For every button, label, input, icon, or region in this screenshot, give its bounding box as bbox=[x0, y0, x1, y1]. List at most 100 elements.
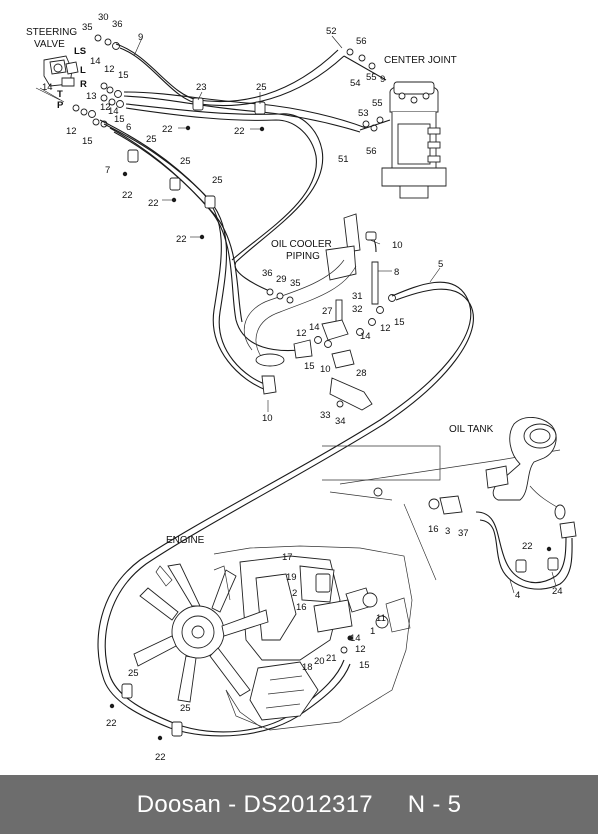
part-code: DS2012317 bbox=[243, 790, 373, 818]
part-number-callout: 36 bbox=[112, 19, 123, 30]
part-number-callout: 29 bbox=[276, 274, 287, 285]
part-number-callout: 56 bbox=[356, 36, 367, 47]
hose-clamps-lower bbox=[109, 683, 183, 741]
part-number-callout: 13 bbox=[86, 91, 97, 102]
part-number-callout: 12 bbox=[380, 323, 391, 334]
part-number-callout: 16 bbox=[296, 602, 307, 613]
center-joint-fittings bbox=[343, 48, 391, 132]
steering-valve-title-line2: VALVE bbox=[34, 39, 65, 50]
part-number-callout: 25 bbox=[212, 175, 223, 186]
bracket bbox=[329, 377, 373, 411]
part-number-callout: 22 bbox=[155, 752, 166, 763]
part-number-callout: 21 bbox=[326, 653, 337, 664]
part-number-callout: 6 bbox=[126, 122, 131, 133]
port-label-r: R bbox=[80, 79, 87, 90]
part-number-callout: 10 bbox=[392, 240, 403, 251]
part-number-callout: 53 bbox=[358, 108, 369, 119]
part-number-callout: 18 bbox=[302, 662, 313, 673]
engine bbox=[133, 545, 413, 731]
part-number-callout: 33 bbox=[320, 410, 331, 421]
title-gap bbox=[373, 791, 408, 818]
part-number-callout: 22 bbox=[106, 718, 117, 729]
part-number-callout: 55 bbox=[372, 98, 383, 109]
part-number-callout: 35 bbox=[82, 22, 93, 33]
part-number-callout: 22 bbox=[234, 126, 245, 137]
port-label-t: T bbox=[57, 89, 63, 100]
part-number-callout: 35 bbox=[290, 278, 301, 289]
part-number-callout: 25 bbox=[146, 134, 157, 145]
part-number-callout: 34 bbox=[335, 416, 346, 427]
title-separator: - bbox=[221, 790, 244, 818]
part-number-callout: 14 bbox=[360, 331, 371, 342]
oil-tank bbox=[322, 417, 566, 520]
part-number-callout: 25 bbox=[180, 703, 191, 714]
part-number-callout: 9 bbox=[380, 74, 385, 85]
part-number-callout: 14 bbox=[309, 322, 320, 333]
part-number-callout: 51 bbox=[338, 154, 349, 165]
part-number-callout: 1 bbox=[370, 626, 375, 637]
port-label-l: L bbox=[80, 65, 86, 76]
oil-cooler-fittings bbox=[266, 288, 396, 369]
part-number-callout: 30 bbox=[98, 12, 109, 23]
part-number-callout: 22 bbox=[148, 198, 159, 209]
part-number-callout: 12 bbox=[104, 64, 115, 75]
part-number-callout: 25 bbox=[128, 668, 139, 679]
part-number-callout: 17 bbox=[282, 552, 293, 563]
part-number-callout: 10 bbox=[320, 364, 331, 375]
part-number-callout: 56 bbox=[366, 146, 377, 157]
hose-bundle-upper bbox=[99, 43, 367, 391]
part-number-callout: 54 bbox=[350, 78, 361, 89]
hydraulic-piping-diagram: STEERING VALVE LS L R T P bbox=[26, 12, 577, 763]
part-number-callout: 31 bbox=[352, 291, 363, 302]
center-joint-title: CENTER JOINT bbox=[384, 55, 457, 66]
suction-hose bbox=[403, 495, 577, 590]
port-label-ls: LS bbox=[74, 46, 86, 57]
engine-title: ENGINE bbox=[166, 535, 205, 546]
part-number-callout: 15 bbox=[82, 136, 93, 147]
oil-tank-title: OIL TANK bbox=[449, 424, 494, 435]
port-label-p: P bbox=[57, 100, 64, 111]
part-number-callout: 8 bbox=[394, 267, 399, 278]
part-number-callout: 4 bbox=[515, 590, 520, 601]
part-number-callout: 5 bbox=[438, 259, 443, 270]
part-number-callout: 36 bbox=[262, 268, 273, 279]
part-number-callout: 14 bbox=[90, 56, 101, 67]
part-number-callout: 25 bbox=[180, 156, 191, 167]
part-number-callout: 22 bbox=[522, 541, 533, 552]
part-number-callout: 28 bbox=[356, 368, 367, 379]
part-number-callout: 24 bbox=[552, 586, 563, 597]
part-number-callout: 25 bbox=[256, 82, 267, 93]
part-number-callout: 10 bbox=[262, 413, 273, 424]
steering-valve-title-line1: STEERING bbox=[26, 27, 77, 38]
center-joint bbox=[381, 81, 447, 199]
part-number-callout: 15 bbox=[304, 361, 315, 372]
footer-bar: Doosan - DS2012317 N - 5 bbox=[0, 775, 598, 834]
part-number-callout: 12 bbox=[66, 126, 77, 137]
part-number-callout: 22 bbox=[162, 124, 173, 135]
part-number-callout: 12 bbox=[296, 328, 307, 339]
part-number-callout: 52 bbox=[326, 26, 337, 37]
part-number-callout: 3 bbox=[445, 526, 450, 537]
part-number-callout: 37 bbox=[458, 528, 469, 539]
part-number-callout: 9 bbox=[138, 32, 143, 43]
callout-leaders bbox=[133, 35, 557, 594]
part-number-callout: 14 bbox=[350, 633, 361, 644]
part-number-callout: 7 bbox=[105, 165, 110, 176]
part-number-callout: 20 bbox=[314, 656, 325, 667]
part-number-callout: 15 bbox=[359, 660, 370, 671]
steering-valve-fittings bbox=[72, 34, 124, 128]
part-number-callout: 11 bbox=[376, 613, 386, 624]
part-number-callout: 55 bbox=[366, 72, 377, 83]
brand-name: Doosan bbox=[136, 790, 222, 818]
part-number-callout: 23 bbox=[196, 82, 207, 93]
part-number-callout: 12 bbox=[100, 102, 111, 113]
part-number-callout: 22 bbox=[176, 234, 187, 245]
part-number-callout: 22 bbox=[122, 190, 133, 201]
part-number-callout: 27 bbox=[322, 306, 333, 317]
part-number-callout: 2 bbox=[292, 588, 297, 599]
oil-cooler-piping bbox=[243, 213, 379, 395]
oil-cooler-title-line1: OIL COOLER bbox=[271, 239, 332, 250]
part-number-callout: 14 bbox=[108, 106, 119, 117]
part-number-callout: 19 bbox=[286, 572, 297, 583]
